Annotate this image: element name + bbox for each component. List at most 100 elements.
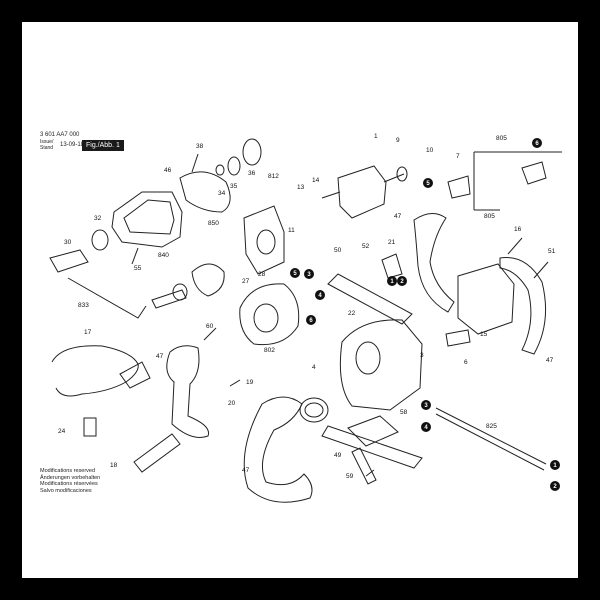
drawing-lines — [49, 138, 562, 503]
callout-c51: 51 — [548, 248, 556, 255]
badge-circle — [315, 290, 325, 300]
gear-35-drawing — [227, 156, 241, 176]
badge-number: 5 — [426, 181, 430, 187]
callout-c24: 24 — [58, 428, 66, 435]
badge-circle — [421, 400, 431, 410]
badge-b1a: 1 — [387, 276, 397, 286]
armature-drawing — [337, 165, 387, 219]
callout-c16: 16 — [514, 226, 522, 233]
badge-b5a: 5 — [423, 178, 433, 188]
callout-c47b: 47 — [156, 353, 164, 360]
callout-c50: 50 — [334, 247, 342, 254]
callout-c28: 28 — [258, 271, 266, 278]
badge-b6b: 6 — [306, 315, 316, 325]
callout-c47a: 47 — [394, 213, 402, 220]
badge-b6: 6 — [532, 138, 542, 148]
callout-c19: 19 — [246, 379, 254, 386]
badge-b2a: 2 — [397, 276, 407, 286]
callout-c52: 52 — [362, 243, 370, 250]
callout-c840: 840 — [158, 252, 169, 259]
badge-circle — [387, 276, 397, 286]
cable-825-drawing — [435, 407, 547, 465]
callout-c22: 22 — [348, 310, 356, 317]
ring-4-drawing — [299, 397, 329, 423]
badge-number: 3 — [424, 403, 428, 409]
footer-line: Modifications reserved — [40, 468, 96, 474]
callout-c14: 14 — [312, 177, 320, 184]
issue-label: Issue/ Stand — [40, 139, 54, 151]
issue-date: 13-09-18 — [60, 142, 85, 148]
handle-right-drawing — [499, 257, 547, 355]
bearing-850-drawing — [191, 263, 225, 297]
footer-line: Salvo modificaciones — [40, 487, 92, 494]
gasket-drawing — [179, 171, 231, 213]
badge-circle — [290, 268, 300, 278]
callout-c59: 59 — [346, 473, 354, 480]
callout-c7: 7 — [456, 153, 460, 160]
callout-c36: 36 — [248, 170, 256, 177]
callout-c1: 1 — [374, 133, 378, 140]
gear-housing-drawing — [111, 191, 183, 248]
badge-b3a: 3 — [304, 269, 314, 279]
figure-label: Fig./Abb. 1 — [82, 140, 124, 151]
footer-line: Modifications réservées — [40, 481, 98, 488]
callout-c15: 15 — [480, 331, 488, 338]
plug-24-drawing — [83, 417, 97, 437]
grip-18-drawing — [133, 433, 181, 473]
badge-number: 1 — [390, 279, 394, 285]
callout-c47d: 47 — [546, 357, 554, 364]
badge-circle — [423, 178, 433, 188]
badge-number: 6 — [535, 141, 539, 147]
callout-c55: 55 — [134, 265, 142, 272]
badge-circle — [550, 460, 560, 470]
callout-c21: 21 — [388, 239, 396, 246]
exploded-parts-diagram: 1346791011131415161718192021222427283032… — [49, 133, 562, 503]
callout-c9: 9 — [396, 137, 400, 144]
callout-c812: 812 — [268, 173, 279, 180]
callout-labels: 1346791011131415161718192021222427283032… — [58, 133, 556, 480]
badge-circle — [532, 138, 542, 148]
callout-c20: 20 — [228, 400, 236, 407]
motor-housing-drawing — [339, 319, 423, 411]
badge-b4a: 4 — [315, 290, 325, 300]
spindle-drawing — [49, 249, 89, 273]
callout-c60: 60 — [206, 323, 214, 330]
badge-number: 5 — [293, 271, 297, 277]
field-coil-drawing — [239, 283, 300, 346]
callout-c49: 49 — [334, 452, 342, 459]
callout-c805b: 805 — [484, 213, 495, 220]
handle-left-drawing — [166, 345, 210, 438]
callout-c10: 10 — [426, 147, 434, 154]
callout-c4: 4 — [312, 364, 316, 371]
badge-b1b: 1 — [550, 460, 560, 470]
badge-circle — [550, 481, 560, 491]
callout-c18: 18 — [110, 462, 118, 469]
footer-notes: Modifications reserved Änderungen vorbeh… — [40, 468, 100, 494]
callout-c32: 32 — [94, 215, 102, 222]
callout-c47c: 47 — [242, 467, 250, 474]
part-number: 3 601 AA7 000 — [40, 132, 80, 138]
badge-number: 6 — [309, 318, 313, 324]
badge-circle — [397, 276, 407, 286]
callout-c805a: 805 — [496, 135, 507, 142]
part-840-drawing — [151, 289, 187, 309]
switch-21-drawing — [381, 253, 403, 279]
badge-b3b: 3 — [421, 400, 431, 410]
callout-c27: 27 — [242, 278, 250, 285]
bar-49-drawing — [321, 425, 423, 469]
callout-c58: 58 — [400, 409, 408, 416]
callout-c38: 38 — [196, 143, 204, 150]
badge-b4b: 4 — [421, 422, 431, 432]
badge-b2b: 2 — [550, 481, 560, 491]
brush-holder-drawing — [447, 175, 471, 199]
badge-number: 4 — [318, 293, 322, 299]
callout-c3: 3 — [420, 352, 424, 359]
motor-cover-drawing — [457, 263, 515, 335]
badge-number: 3 — [307, 272, 311, 278]
badge-circle — [421, 422, 431, 432]
handle-top-right-drawing — [413, 213, 455, 313]
callout-c825: 825 — [486, 423, 497, 430]
callout-c6: 6 — [464, 359, 468, 366]
callout-c46: 46 — [164, 167, 172, 174]
